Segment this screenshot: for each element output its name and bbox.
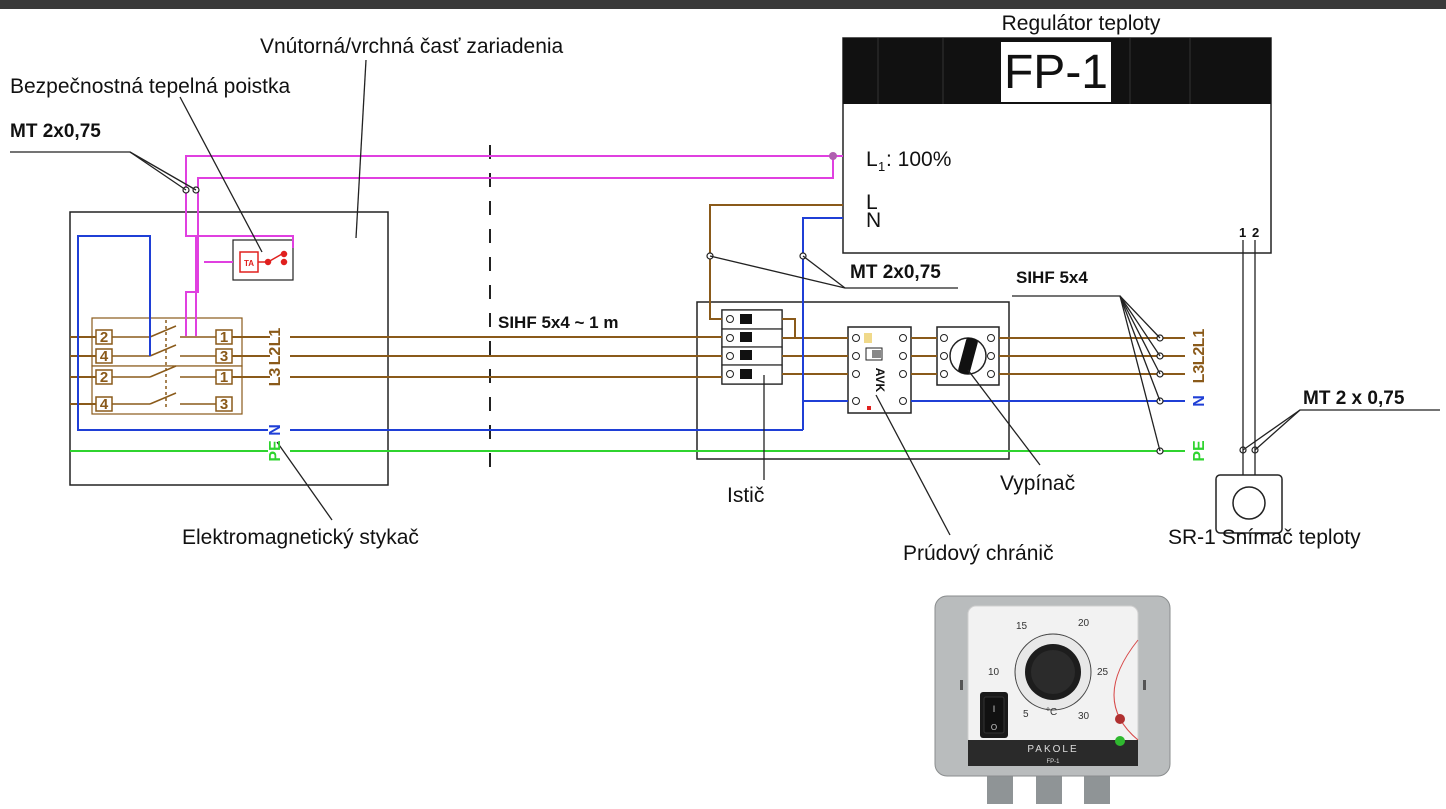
contactor-terminal: 1 (220, 329, 228, 346)
dial-tick: 20 (1078, 618, 1090, 629)
rcd-avk-label: AVK (873, 368, 887, 393)
switch-on-mark: I (993, 704, 996, 714)
left-phase-l1: L1 (267, 328, 284, 347)
junction-dots (829, 152, 837, 160)
left-phase-l2: L2 (267, 347, 284, 366)
device-model: FP-1 (1046, 759, 1060, 765)
sensor-label: SR-1 Snímač teploty (1168, 526, 1361, 549)
sihf-long-label: SIHF 5x4 ~ 1 m (498, 313, 618, 332)
dial-unit: °C (1046, 707, 1057, 718)
terminal-2-label: 2 (1252, 225, 1259, 240)
contactor-terminal: 1 (220, 369, 228, 386)
left-neutral-marker: N (267, 424, 284, 436)
regulator-model: FP-1 (1004, 46, 1108, 99)
l-terminal-label: L (866, 191, 878, 214)
regulator-title: Regulátor teploty (1002, 12, 1161, 35)
dial-tick: 25 (1097, 667, 1109, 678)
thermal-fuse: TA (232, 239, 294, 281)
regulator-box: FP-1 Regulátor teploty L 1 : 100% L N 1 … (842, 12, 1272, 254)
switch-label: Vypínač (1000, 472, 1075, 495)
sihf-short-label: SIHF 5x4 (1016, 268, 1088, 287)
dial-tick: 30 (1078, 711, 1090, 722)
phase-wires (70, 204, 1185, 405)
breaker-label: Istič (727, 484, 764, 507)
main-switch (936, 326, 1000, 386)
contactor-label: Elektromagnetický stykač (182, 526, 419, 549)
leader-lines (10, 59, 1440, 536)
mt-left-label: MT 2x0,75 (10, 121, 101, 142)
mt-right-label: MT 2 x 0,75 (1303, 388, 1405, 409)
neutral-wires (77, 217, 1185, 431)
dial-tick: 5 (1023, 709, 1029, 720)
residual-current-device: AVK (847, 326, 912, 414)
contactor-terminal: 2 (100, 369, 108, 386)
inner-part-label: Vnútorná/vrchná časť zariadenia (260, 35, 564, 58)
device-illustration: PAKOLE FP-1 5 10 15 20 25 30 °C I O (934, 595, 1171, 804)
top-bar (0, 0, 1446, 9)
right-phase-l1: L1 (1191, 329, 1208, 348)
contactor-terminal: 4 (100, 396, 109, 413)
contactor-terminal: 3 (220, 348, 228, 365)
inner-device-box (69, 211, 389, 486)
dial-tick: 15 (1016, 621, 1028, 632)
thermal-fuse-label: Bezpečnostná tepelná poistka (10, 75, 291, 98)
l1-output-label: : 100% (886, 148, 951, 171)
l1-output-sub: 1 (878, 159, 885, 174)
distribution-box (696, 301, 1010, 460)
heat-indicator-led (1115, 714, 1125, 724)
switch-off-mark: O (991, 723, 997, 732)
left-phase-l3: L3 (267, 368, 284, 387)
right-phase-l3: L3 (1191, 365, 1208, 384)
circuit-breaker (721, 309, 783, 385)
power-indicator-led (1115, 736, 1125, 746)
left-phase-markers: L1 L2 L3 (267, 328, 284, 387)
contactor: 2 1 4 3 2 1 4 3 (91, 317, 243, 415)
right-phase-markers: L1 L2 L3 (1191, 329, 1208, 384)
dial-tick: 10 (988, 667, 1000, 678)
fuse-ta-label: TA (244, 259, 254, 268)
rcd-label: Prúdový chránič (903, 542, 1054, 565)
right-neutral-marker: N (1191, 395, 1208, 407)
terminal-1-label: 1 (1239, 225, 1246, 240)
left-pe-marker: PE (267, 440, 284, 462)
right-phase-l2: L2 (1191, 347, 1208, 366)
device-brand: PAKOLE (1027, 744, 1078, 755)
sensor-cable (1242, 240, 1256, 475)
mt-mid-label: MT 2x0,75 (850, 262, 941, 283)
contactor-terminal: 2 (100, 329, 108, 346)
n-terminal-label: N (866, 209, 881, 232)
right-pe-marker: PE (1191, 440, 1208, 462)
control-wires (185, 155, 843, 336)
temperature-sensor (1215, 474, 1283, 534)
contactor-terminal: 3 (220, 396, 228, 413)
l1-output-symbol: L (866, 148, 878, 171)
contactor-terminal: 4 (100, 348, 109, 365)
